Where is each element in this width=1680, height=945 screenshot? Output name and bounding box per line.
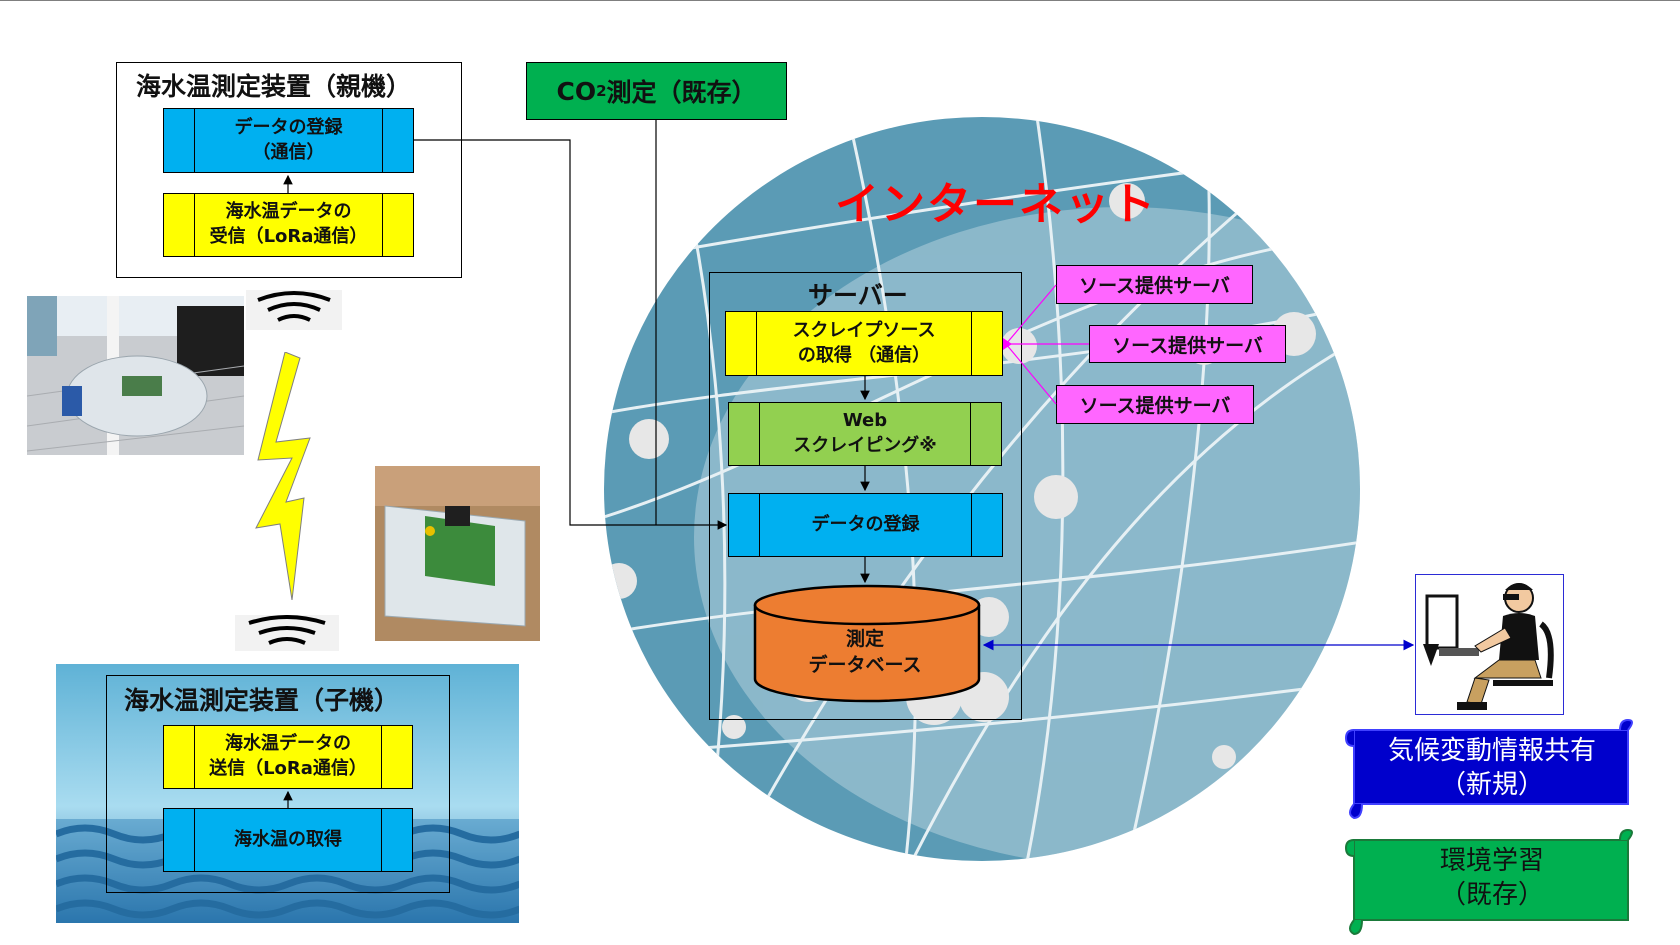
web-scraping-label: Web スクレイピング※	[793, 410, 937, 456]
internet-label: インターネット	[835, 179, 1157, 230]
parent-receive-label: 海水温データの 受信（LoRa通信）	[209, 201, 368, 247]
database-cylinder-icon	[753, 584, 981, 703]
parent-device-title: 海水温測定装置（親機）	[136, 72, 412, 101]
child-send-label: 海水温データの 送信（LoRa通信）	[209, 733, 367, 779]
climate-scroll-text: 気候変動情報共有 （新規）	[1387, 736, 1596, 800]
signal-waves-icon-top	[246, 290, 342, 330]
child-send-box: 海水温データの 送信（LoRa通信）	[163, 725, 413, 789]
top-border-line	[0, 0, 1680, 1]
lightning-bolt-icon	[255, 352, 311, 600]
child-device-frame	[106, 675, 450, 893]
co2-subscript: 2	[596, 82, 607, 100]
sea-background	[56, 664, 519, 923]
signal-waves-icon-bottom	[235, 615, 339, 651]
web-scraping-box: Web スクレイピング※	[728, 402, 1002, 466]
scrape-source-box: スクレイプソース の取得 （通信）	[725, 311, 1003, 376]
co2-suffix: 測定（既存）	[606, 78, 757, 107]
source-server-3: ソース提供サーバ	[1056, 385, 1254, 424]
child-acquire-box: 海水温の取得	[163, 808, 413, 872]
source-server-2: ソース提供サーバ	[1089, 325, 1286, 363]
parent-register-label: データの登録 （通信）	[234, 116, 343, 163]
server-register-box: データの登録	[728, 493, 1003, 557]
server-title: サーバー	[808, 281, 908, 310]
child-device-title: 海水温測定装置（子機）	[124, 686, 400, 715]
database-label: 測定 データベース	[808, 628, 922, 676]
education-scroll-text: 環境学習 （既存）	[1439, 846, 1544, 910]
user-at-computer-icon	[1415, 574, 1564, 715]
parent-receive-box: 海水温データの 受信（LoRa通信）	[163, 193, 414, 257]
climate-scroll-icon	[1344, 718, 1633, 820]
source-server-1: ソース提供サーバ	[1056, 265, 1253, 304]
child-acquire-label: 海水温の取得	[234, 828, 342, 850]
sensor-box-photo	[375, 466, 540, 641]
parent-register-box: データの登録 （通信）	[163, 108, 414, 173]
co2-prefix: CO	[556, 76, 597, 106]
server-register-label: データの登録	[811, 513, 920, 535]
rooftop-device-photo	[27, 296, 244, 455]
scrape-source-label: スクレイプソース の取得 （通信）	[792, 319, 936, 366]
education-scroll-icon	[1344, 828, 1633, 936]
